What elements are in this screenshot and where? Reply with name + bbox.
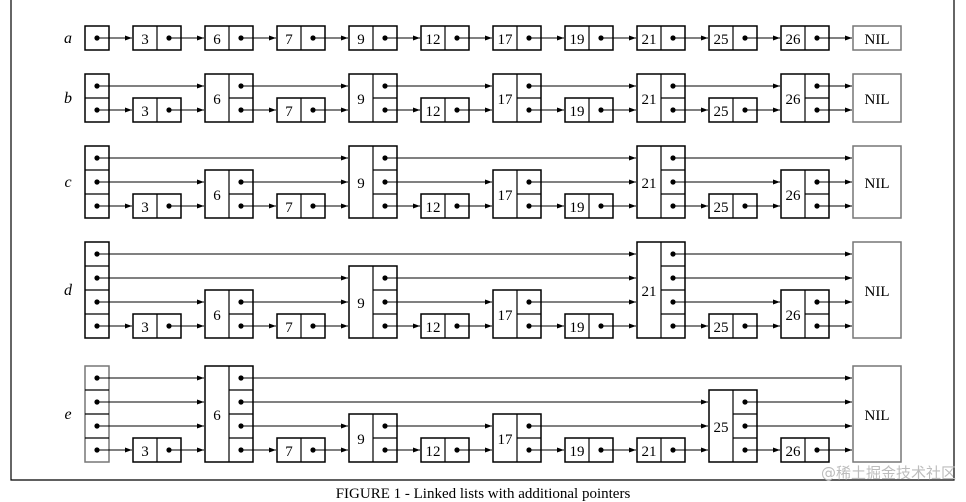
list-node: 3 — [132, 97, 182, 123]
node-key: 12 — [426, 32, 441, 48]
node-key: 17 — [498, 432, 514, 448]
list-node: 17 — [492, 289, 542, 339]
node-key: 21 — [642, 444, 657, 460]
node-key: 3 — [141, 200, 149, 216]
list-node: 21 — [636, 73, 686, 123]
nil-node: NIL — [852, 365, 902, 463]
node-key: 12 — [426, 104, 441, 120]
node-key: 12 — [426, 320, 441, 336]
node-key: 19 — [570, 32, 585, 48]
node-key: 6 — [213, 92, 221, 108]
node-key: 26 — [786, 92, 802, 108]
list-node: 19 — [564, 313, 614, 339]
nil-label: NIL — [865, 176, 890, 192]
node-key: 3 — [141, 104, 149, 120]
node-key: 6 — [213, 308, 221, 324]
list-node: 26 — [780, 289, 830, 339]
nil-label: NIL — [865, 284, 890, 300]
node-key: 17 — [498, 92, 514, 108]
row-d: d 3 6 7 9 12 17 19 21 25 26 NIL — [64, 241, 902, 339]
row-c: c 3 6 7 9 12 17 19 21 25 26 NIL — [64, 145, 902, 219]
node-key: 25 — [714, 320, 729, 336]
row-e: e 3 6 7 9 12 17 19 21 25 26 NIL — [64, 365, 902, 463]
list-node: 9 — [348, 413, 398, 463]
node-key: 26 — [786, 32, 802, 48]
list-node: 17 — [492, 413, 542, 463]
list-node: 17 — [492, 73, 542, 123]
figure-frame — [10, 0, 955, 481]
head-node — [84, 365, 110, 463]
list-node: 6 — [204, 289, 254, 339]
node-key: 7 — [285, 444, 293, 460]
node-key: 9 — [357, 296, 365, 312]
nil-label: NIL — [865, 408, 890, 424]
list-node: 26 — [780, 169, 830, 219]
row-label: b — [64, 90, 72, 107]
node-key: 26 — [786, 444, 802, 460]
nil-label: NIL — [865, 32, 890, 48]
node-key: 26 — [786, 188, 802, 204]
node-key: 3 — [141, 444, 149, 460]
node-key: 7 — [285, 32, 293, 48]
node-key: 21 — [642, 176, 657, 192]
node-key: 6 — [213, 408, 221, 424]
node-key: 17 — [498, 188, 514, 204]
node-key: 19 — [570, 104, 585, 120]
node-key: 21 — [642, 284, 657, 300]
row-label: a — [64, 30, 72, 47]
node-key: 9 — [357, 92, 365, 108]
node-key: 19 — [570, 320, 585, 336]
node-key: 21 — [642, 92, 657, 108]
list-node: 6 — [204, 365, 254, 463]
node-key: 3 — [141, 32, 149, 48]
node-key: 7 — [285, 104, 293, 120]
node-key: 25 — [714, 200, 729, 216]
nil-node: NIL — [852, 25, 902, 51]
list-node: 21 — [636, 241, 686, 339]
nil-node: NIL — [852, 241, 902, 339]
head-node — [84, 73, 110, 123]
node-key: 12 — [426, 200, 441, 216]
node-key: 19 — [570, 200, 585, 216]
figure-caption: FIGURE 1 - Linked lists with additional … — [335, 486, 631, 502]
node-key: 3 — [141, 320, 149, 336]
list-node: 26 — [780, 73, 830, 123]
node-key: 9 — [357, 176, 365, 192]
node-key: 17 — [498, 308, 514, 324]
row-label: d — [64, 282, 73, 299]
node-key: 7 — [285, 320, 293, 336]
row-b: b 3 6 7 9 12 17 19 21 25 26 NIL — [64, 73, 902, 123]
node-key: 21 — [642, 32, 657, 48]
list-node: 6 — [204, 73, 254, 123]
list-node: 9 — [348, 73, 398, 123]
node-key: 25 — [714, 420, 729, 436]
node-key: 12 — [426, 444, 441, 460]
nil-label: NIL — [865, 92, 890, 108]
node-key: 7 — [285, 200, 293, 216]
list-node: 6 — [204, 169, 254, 219]
row-label: e — [64, 406, 71, 423]
frame-border — [10, 0, 955, 481]
node-key: 25 — [714, 104, 729, 120]
head-node — [84, 241, 110, 339]
watermark: @稀土掘金技术社区 — [820, 464, 956, 482]
node-key: 6 — [213, 32, 221, 48]
node-key: 26 — [786, 308, 802, 324]
nil-node: NIL — [852, 73, 902, 123]
nil-node: NIL — [852, 145, 902, 219]
node-key: 6 — [213, 188, 221, 204]
node-key: 9 — [357, 32, 365, 48]
row-a: a 3 6 7 9 12 17 19 21 25 26 NIL — [64, 25, 902, 51]
row-label: c — [64, 174, 71, 191]
node-key: 9 — [357, 432, 365, 448]
list-node: 12 — [420, 437, 470, 463]
node-key: 19 — [570, 444, 585, 460]
list-node: 25 — [708, 97, 758, 123]
node-key: 25 — [714, 32, 729, 48]
node-key: 17 — [498, 32, 514, 48]
list-node: 17 — [492, 169, 542, 219]
